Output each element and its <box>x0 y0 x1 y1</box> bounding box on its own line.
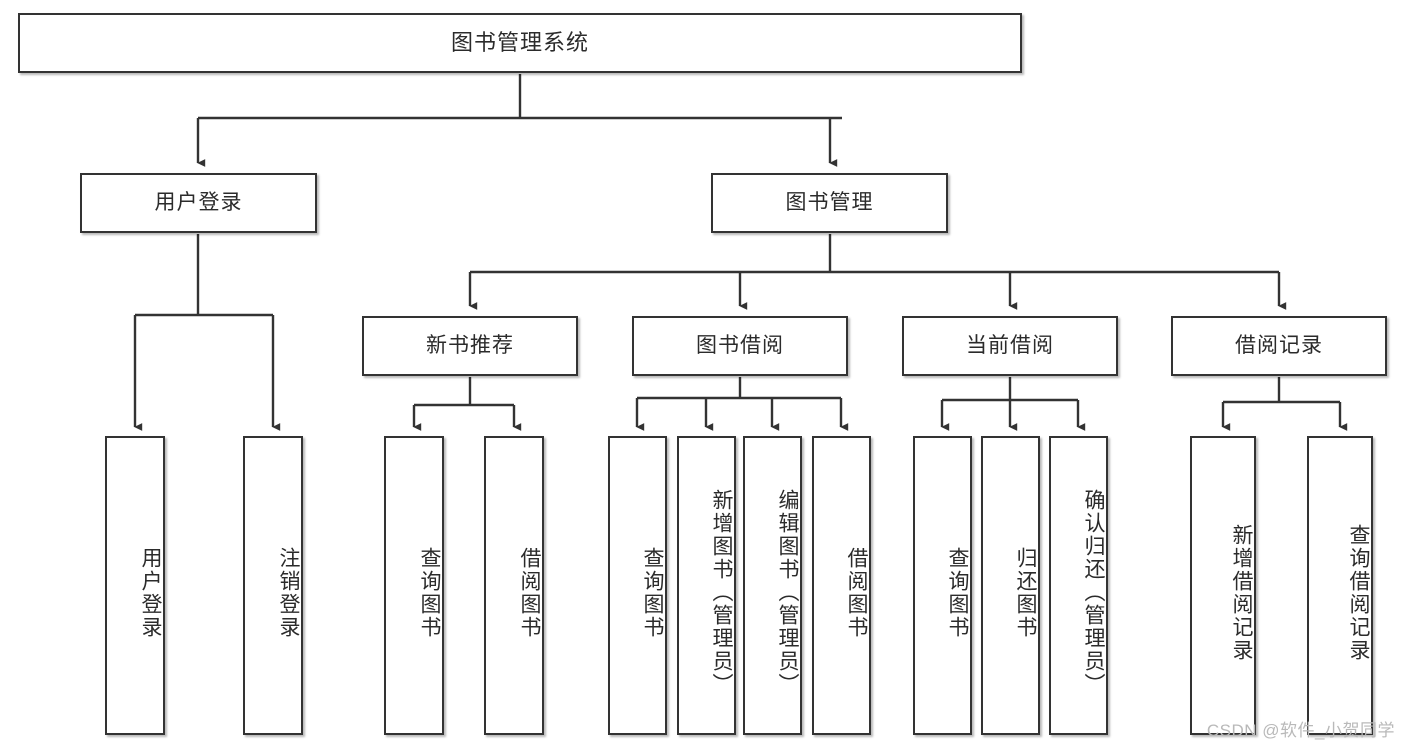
node-label: 查询借阅记录 <box>1347 523 1370 662</box>
node-book-management[interactable]: 图书管理 <box>711 173 948 233</box>
node-label: 图书借阅 <box>696 334 784 358</box>
leaf-add-borrow-record[interactable]: 新增借阅记录 <box>1190 436 1256 735</box>
leaf-query-book-recommend[interactable]: 查询图书 <box>384 436 444 735</box>
node-borrow-record[interactable]: 借阅记录 <box>1171 316 1387 376</box>
node-label: 新书推荐 <box>426 334 514 358</box>
node-user-login[interactable]: 用户登录 <box>80 173 317 233</box>
node-label: 用户登录 <box>139 546 162 639</box>
node-label: 借阅记录 <box>1235 334 1323 358</box>
node-label: 新增图书（管理员） <box>710 489 733 696</box>
node-current-borrow[interactable]: 当前借阅 <box>902 316 1118 376</box>
leaf-borrow-book-recommend[interactable]: 借阅图书 <box>484 436 544 735</box>
node-label: 查询图书 <box>946 546 969 639</box>
node-label: 用户登录 <box>154 191 243 215</box>
node-label: 借阅图书 <box>518 546 541 639</box>
leaf-query-borrow-record[interactable]: 查询借阅记录 <box>1307 436 1373 735</box>
leaf-user-login[interactable]: 用户登录 <box>105 436 165 735</box>
watermark-text: CSDN @软件_小贺同学 <box>1206 721 1395 740</box>
node-root-book-management-system[interactable]: 图书管理系统 <box>18 13 1022 73</box>
leaf-confirm-return-admin[interactable]: 确认归还（管理员） <box>1049 436 1108 735</box>
node-label: 查询图书 <box>418 546 441 639</box>
node-label: 注销登录 <box>277 546 300 639</box>
node-label: 确认归还（管理员） <box>1082 489 1105 696</box>
leaf-query-book-current[interactable]: 查询图书 <box>913 436 972 735</box>
node-label: 查询图书 <box>641 546 664 639</box>
leaf-add-book-admin[interactable]: 新增图书（管理员） <box>677 436 736 735</box>
node-label: 编辑图书（管理员） <box>776 489 799 696</box>
node-label: 归还图书 <box>1014 546 1037 639</box>
leaf-edit-book-admin[interactable]: 编辑图书（管理员） <box>743 436 802 735</box>
node-label: 借阅图书 <box>845 546 868 639</box>
leaf-return-book[interactable]: 归还图书 <box>981 436 1040 735</box>
leaf-logout[interactable]: 注销登录 <box>243 436 303 735</box>
leaf-query-book-borrow[interactable]: 查询图书 <box>608 436 667 735</box>
leaf-borrow-book[interactable]: 借阅图书 <box>812 436 871 735</box>
node-new-book-recommend[interactable]: 新书推荐 <box>362 316 578 376</box>
node-label: 新增借阅记录 <box>1230 523 1253 662</box>
node-label: 图书管理 <box>785 191 874 215</box>
node-label: 图书管理系统 <box>450 29 589 55</box>
node-label: 当前借阅 <box>966 334 1054 358</box>
node-book-borrow[interactable]: 图书借阅 <box>632 316 848 376</box>
